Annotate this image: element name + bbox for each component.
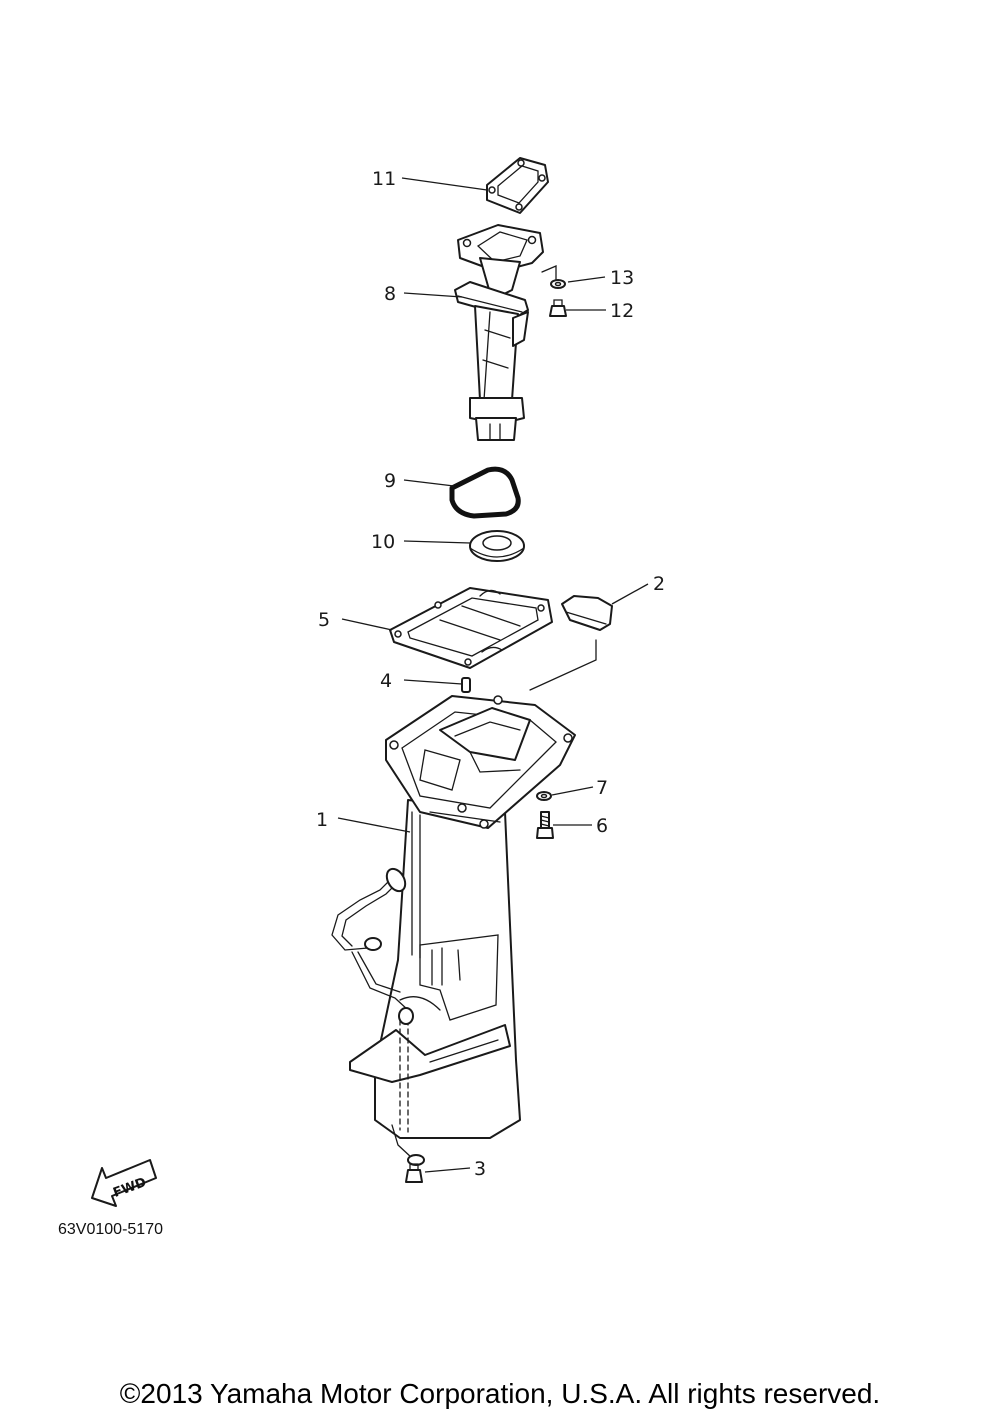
part-5-gasket <box>389 587 553 669</box>
callout-8: 8 <box>384 283 396 305</box>
part-7-washer <box>536 791 552 801</box>
callout-13: 13 <box>610 267 634 289</box>
part-10-rubber-seal <box>469 530 525 562</box>
callout-9: 9 <box>384 470 396 492</box>
callout-10: 10 <box>371 531 395 553</box>
part-9-seal <box>449 466 521 519</box>
callout-6: 6 <box>596 815 608 837</box>
part-12-bolt <box>549 299 567 317</box>
callout-4: 4 <box>380 670 392 692</box>
callout-12: 12 <box>610 300 634 322</box>
callout-1: 1 <box>316 809 328 831</box>
part-8-exhaust-pipe <box>454 224 544 441</box>
part-6-bolt <box>536 811 554 839</box>
callout-3: 3 <box>474 1158 486 1180</box>
fwd-arrow: FWD <box>91 1159 157 1207</box>
part-3-bolt <box>405 1163 423 1183</box>
callout-11: 11 <box>372 168 396 190</box>
diagram-code: 63V0100-5170 <box>58 1221 163 1238</box>
callout-labels: 11 8 13 12 9 10 2 5 4 7 6 1 3 <box>316 168 665 1180</box>
callout-7: 7 <box>596 777 608 799</box>
part-4-dowel-pin <box>461 677 471 693</box>
callout-2: 2 <box>653 573 665 595</box>
part-13-washer <box>541 265 566 289</box>
part-1-upper-casing <box>331 639 597 1166</box>
part-11-gasket <box>486 157 549 214</box>
callout-5: 5 <box>318 609 330 631</box>
leader-lines <box>337 177 649 1173</box>
copyright-notice: ©2013 Yamaha Motor Corporation, U.S.A. A… <box>119 1378 881 1409</box>
part-2-cover <box>561 595 613 631</box>
